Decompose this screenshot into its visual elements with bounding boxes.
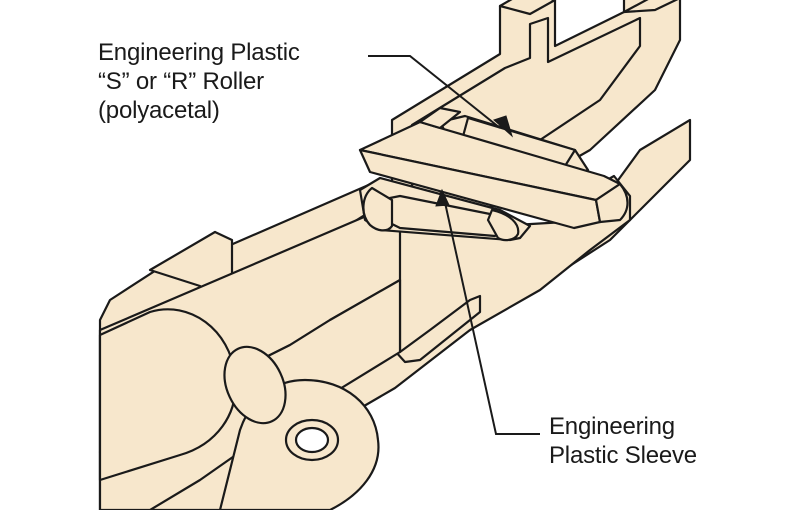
crossbar-left-inner xyxy=(418,106,462,130)
crossbar-right-end xyxy=(594,182,629,224)
roller-callout-line-2: “S” or “R” Roller xyxy=(98,68,264,95)
sleeve-leader-line xyxy=(443,197,540,435)
roller-arrowhead xyxy=(493,115,513,138)
sleeve-left-end xyxy=(362,186,394,232)
sleeve-arrowhead xyxy=(435,188,450,207)
lower-cylinder-end xyxy=(223,345,287,425)
pin-hole xyxy=(294,426,330,454)
roller-callout-line-3: (polyacetal) xyxy=(98,97,220,124)
roller-leader-line xyxy=(368,55,501,129)
roller-callout-label: Engineering Plastic “S” or “R” Roller (p… xyxy=(98,38,300,125)
sleeve-callout-label: Engineering Plastic Sleeve xyxy=(549,412,697,470)
crossbar-front xyxy=(358,148,602,230)
roller-callout-line-1: Engineering Plastic xyxy=(98,39,300,66)
sleeve-callout-line-2: Plastic Sleeve xyxy=(549,442,697,469)
sleeve-callout-line-1: Engineering xyxy=(549,413,675,440)
far-plate-tab-top-2 xyxy=(622,0,679,14)
far-plate-tab-top xyxy=(498,0,557,16)
sleeve-right-end xyxy=(486,208,520,242)
